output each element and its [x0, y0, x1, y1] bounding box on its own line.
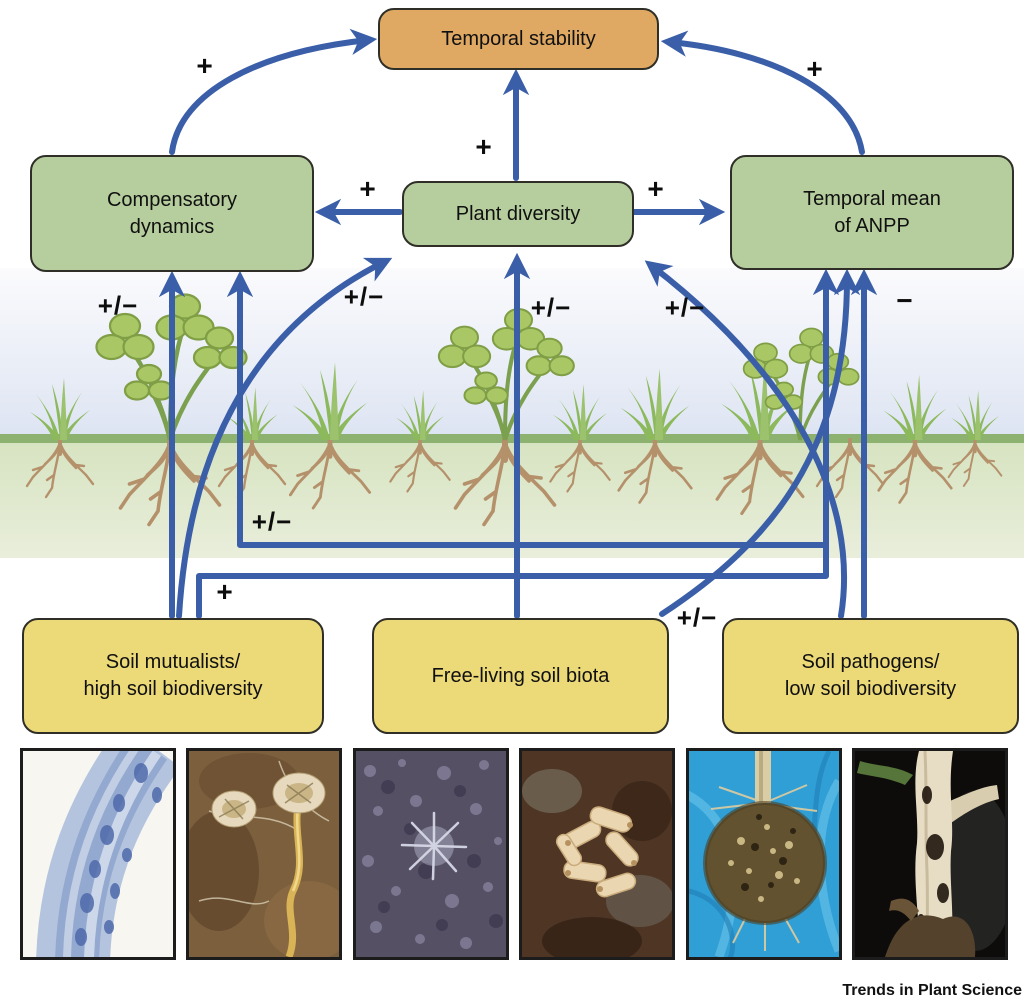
photo-root-ball-with-soil-biota — [685, 748, 842, 960]
node-soil-pathogens: Soil pathogens/ low soil biodiversity — [722, 618, 1019, 734]
sign-freeliving-to-anpp: +/− — [676, 602, 718, 633]
node-label-line1: Temporal mean — [803, 187, 941, 210]
node-temporal-stability: Temporal stability — [378, 8, 659, 70]
sign-junction-to-compensatory: +/− — [251, 506, 293, 537]
node-plant-diversity: Plant diversity — [402, 181, 634, 247]
node-label-line2: dynamics — [129, 215, 215, 238]
node-label: Temporal stability — [441, 27, 596, 50]
node-compensatory-dynamics: Compensatory dynamics — [30, 155, 314, 272]
sign-mutualists-to-compensatory: +/− — [97, 290, 139, 321]
sign-diversity-to-stability: + — [475, 131, 493, 162]
node-label: Plant diversity — [455, 202, 581, 225]
sign-freeliving-to-diversity: +/− — [530, 292, 572, 323]
node-label-line1: Soil mutualists/ — [105, 651, 241, 673]
edge-anpp-to-stability — [660, 30, 865, 155]
edge-compensatory-to-stability — [169, 28, 378, 155]
edge-mutualists-to-diversity — [176, 257, 393, 619]
sign-diversity-to-compensatory: + — [359, 173, 377, 204]
edge-junction-to-compensatory — [226, 270, 829, 548]
node-label-line2: high soil biodiversity — [83, 678, 263, 700]
sign-pathogens-to-anpp: − — [896, 285, 914, 316]
photo-strip — [20, 748, 1008, 960]
sign-anpp-to-stability: + — [806, 53, 824, 84]
node-temporal-mean-anpp: Temporal mean of ANPP — [730, 155, 1014, 270]
vegetation-illustration — [0, 268, 1024, 558]
sign-mutualists-to-anpp: + — [216, 576, 234, 607]
sign-diversity-to-anpp: + — [647, 173, 665, 204]
photo-mycelium-in-soil — [352, 748, 509, 960]
edge-pathogens-to-diversity — [644, 260, 848, 619]
photo-blue-stained-mycorrhizal-root — [20, 748, 176, 960]
photo-soil-fungi-on-root — [186, 748, 343, 960]
photo-soil-invertebrate-larvae — [519, 748, 676, 960]
node-soil-mutualists: Soil mutualists/ high soil biodiversity — [22, 618, 324, 734]
node-label-line1: Soil pathogens/ — [801, 651, 940, 673]
journal-banner: Trends in Plant Science — [842, 982, 1022, 999]
node-free-living-soil-biota: Free-living soil biota — [372, 618, 669, 734]
node-label-line1: Compensatory — [106, 188, 238, 211]
edge-freeliving-to-anpp — [659, 268, 861, 617]
sign-compensatory-to-stability: + — [196, 50, 214, 81]
node-label: Free-living soil biota — [431, 664, 610, 687]
sign-mutualists-to-diversity: +/− — [343, 281, 385, 312]
node-label-line2: of ANPP — [834, 214, 910, 237]
node-label-line2: low soil biodiversity — [784, 678, 957, 700]
photo-pathogen-damaged-root-crown — [851, 748, 1008, 960]
sign-pathogens-to-diversity: +/− — [664, 292, 706, 323]
